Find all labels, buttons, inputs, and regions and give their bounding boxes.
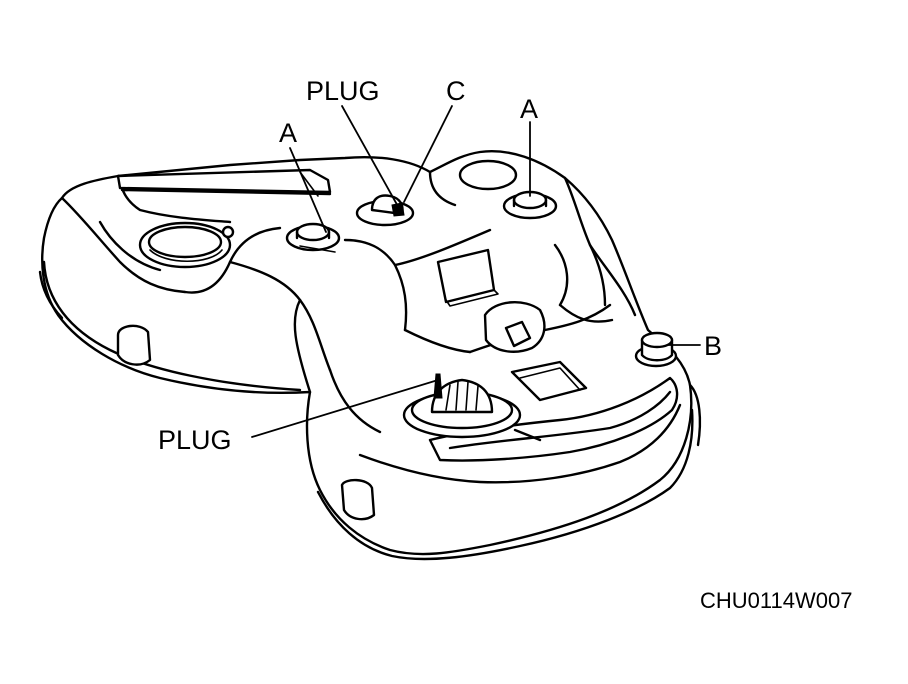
leader-plug-top	[341, 105, 401, 211]
port-b	[634, 331, 678, 368]
label-c: C	[446, 76, 466, 106]
leader-plug-bottom	[251, 379, 439, 438]
front-sender-opening	[402, 373, 522, 439]
label-b: B	[704, 331, 722, 361]
label-plug-top: PLUG	[306, 76, 380, 106]
leader-lines	[251, 105, 701, 438]
port-a-left	[285, 222, 341, 253]
label-plug-bottom: PLUG	[158, 425, 232, 455]
label-a-left: A	[279, 118, 297, 148]
leader-a-left	[289, 147, 327, 233]
leader-c	[403, 105, 453, 203]
figure-code: CHU0114W007	[700, 588, 852, 613]
left-pump-opening	[138, 221, 235, 269]
label-a-right: A	[520, 94, 538, 124]
